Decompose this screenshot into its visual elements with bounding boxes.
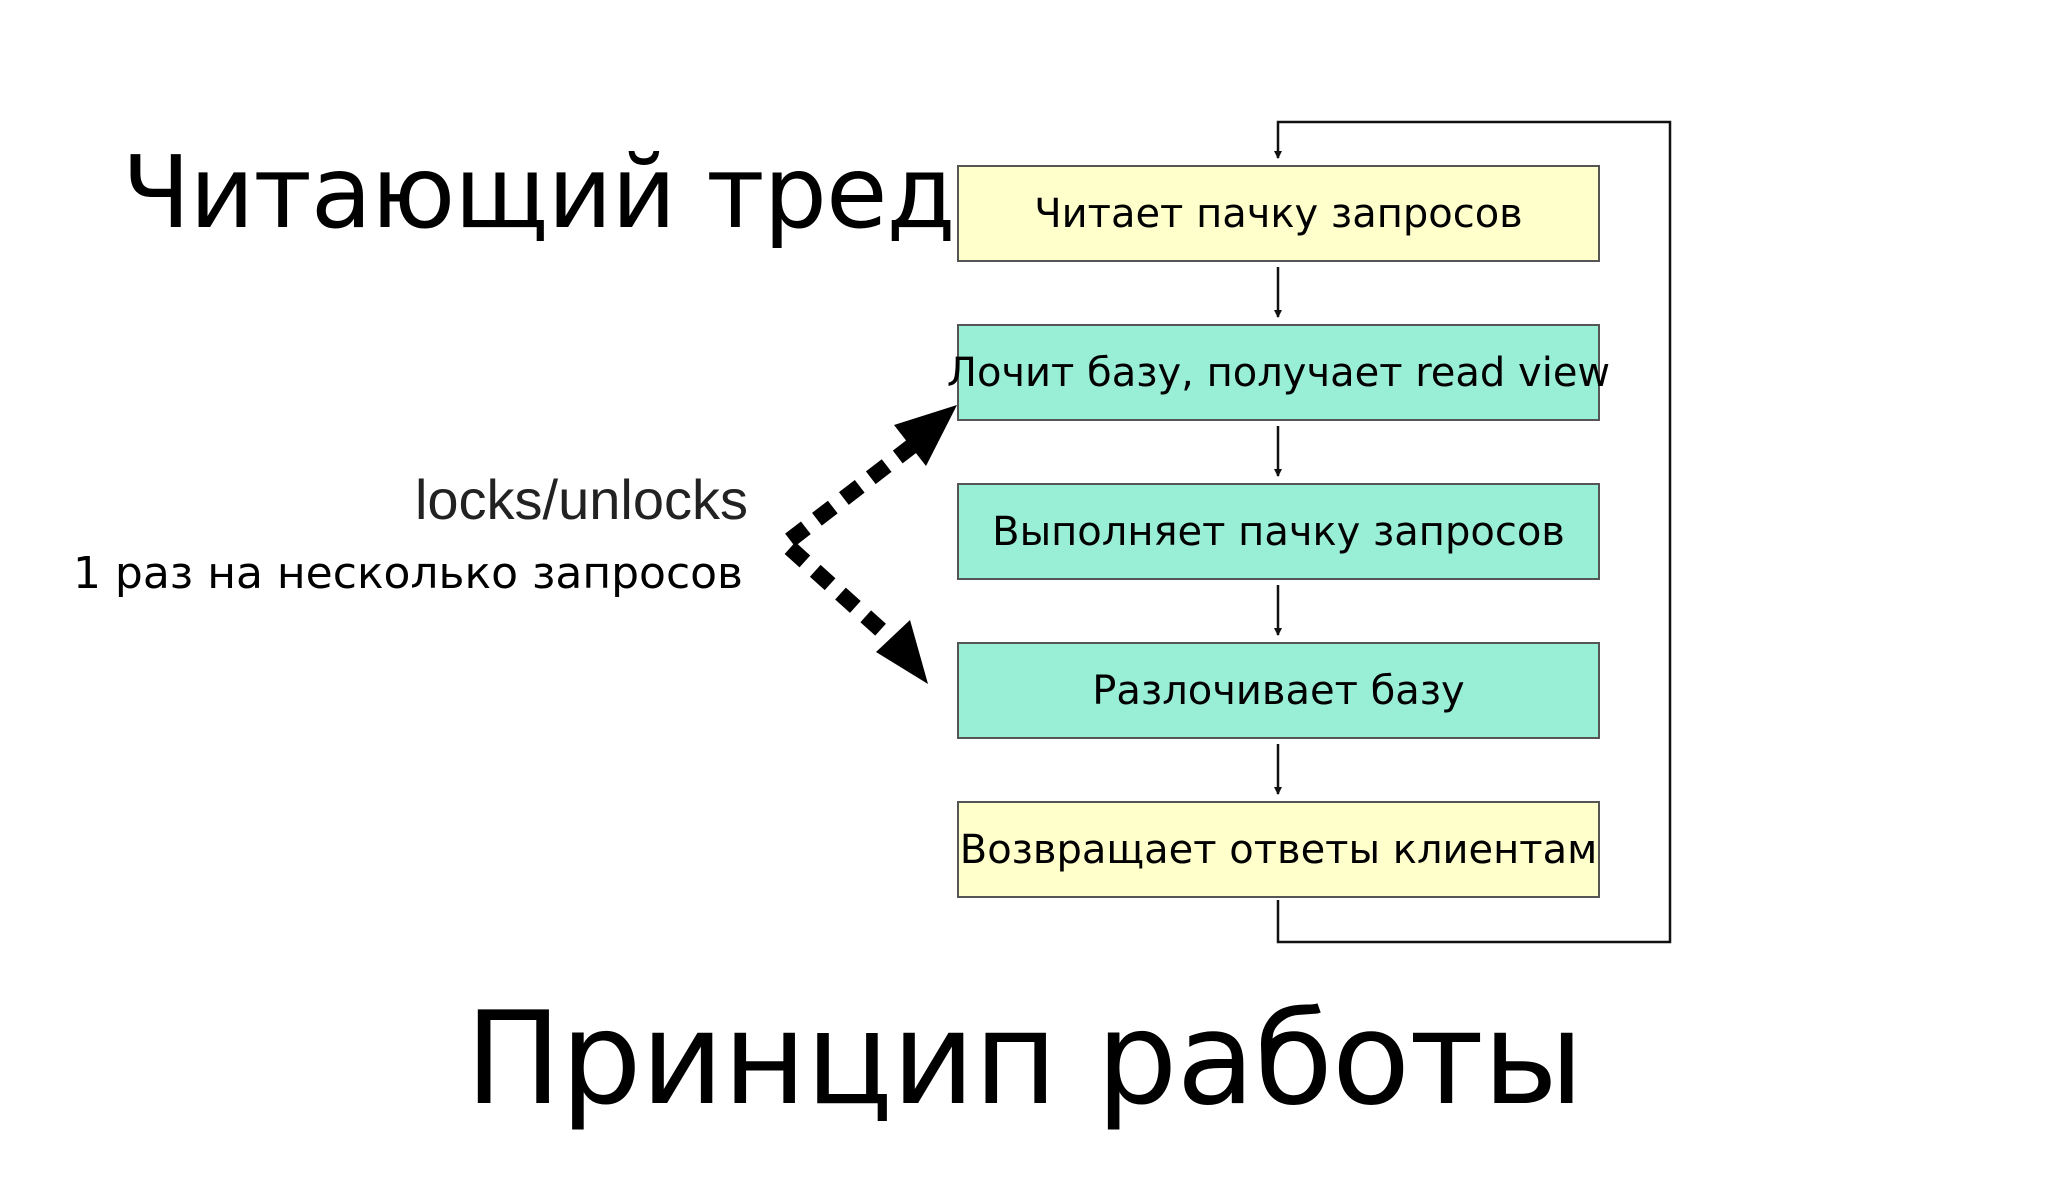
- step-return-responses: Возвращает ответы клиентам: [957, 801, 1600, 898]
- step-execute-batch: Выполняет пачку запросов: [957, 483, 1600, 580]
- loop-back-line: [1274, 120, 1672, 944]
- lock-arrow-line: [785, 439, 917, 547]
- lock-label: locks/unlocks: [414, 468, 748, 531]
- step-label: Читает пачку запросов: [1034, 190, 1523, 237]
- slide-subtitle: Принцип работы: [465, 985, 1584, 1134]
- step-label: Выполняет пачку запросов: [992, 508, 1565, 555]
- step-label: Разлочивает базу: [1092, 667, 1465, 714]
- step-label: Лочит базу, получает read view: [946, 349, 1611, 396]
- step-read-batch: Читает пачку запросов: [957, 165, 1600, 262]
- unlock-arrow-line: [784, 542, 898, 646]
- lock-note: 1 раз на несколько запросов: [72, 548, 743, 599]
- step-lock-db: Лочит базу, получает read view: [947, 324, 1610, 421]
- step-label: Возвращает ответы клиентам: [959, 826, 1598, 873]
- slide-title: Читающий тред: [122, 134, 956, 251]
- step-unlock-db: Разлочивает базу: [957, 642, 1600, 739]
- lock-arrow-head: [894, 405, 957, 466]
- unlock-arrow-head: [876, 620, 928, 684]
